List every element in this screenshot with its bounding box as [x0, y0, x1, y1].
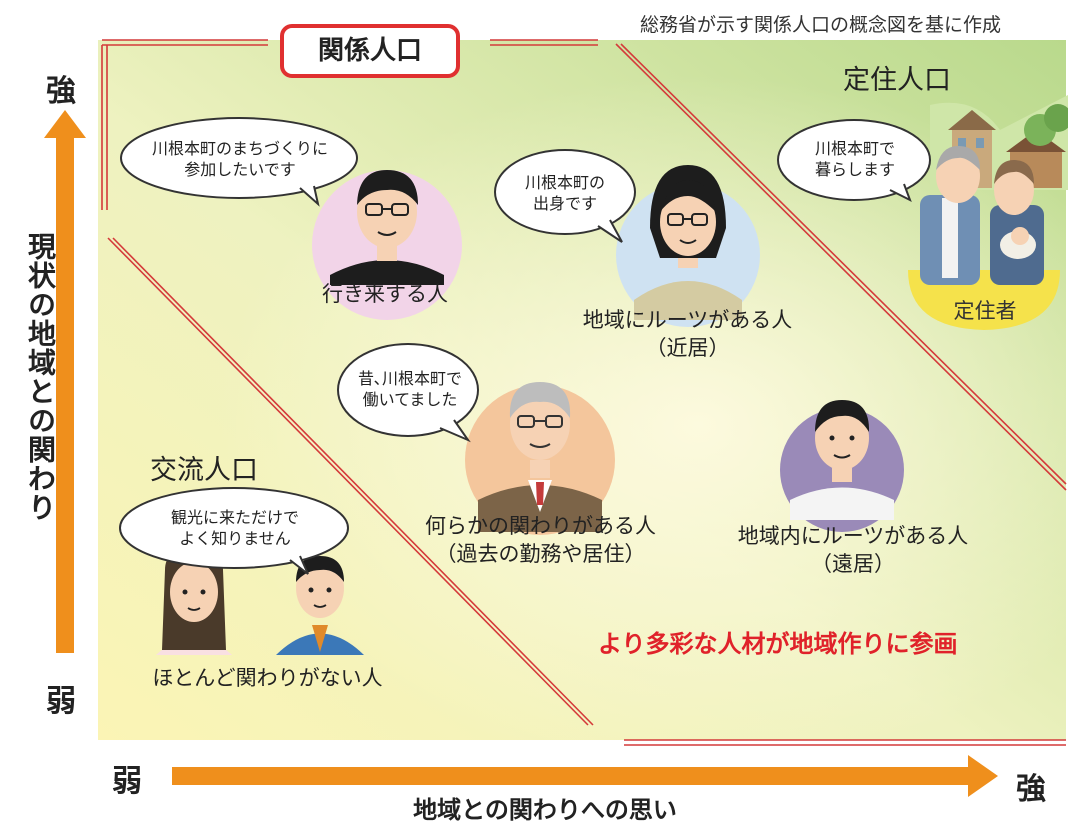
x-axis-title: 地域との関わりへの思い [413, 796, 677, 824]
speech-bubble-commuter [120, 117, 358, 199]
speech-bubble-past [337, 343, 479, 437]
person-nearby-roots [616, 165, 760, 327]
source-note: 総務省が示す関係人口の概念図を基に作成 [640, 14, 1002, 36]
y-axis-low-label: 弱 [46, 684, 76, 719]
bubble-text-commuter: 川根本町のまちづくりに参加したいです [151, 139, 328, 179]
label-settler: 定住者 [953, 299, 1017, 323]
speech-bubble-settler [777, 119, 931, 201]
label-distant-roots: 地域内にルーツがある人（遠居） [737, 524, 969, 576]
highlight-message: より多彩な人材が地域作りに参画 [598, 630, 958, 658]
x-axis-arrow [172, 755, 998, 797]
person-settler-family [908, 146, 1060, 330]
speech-bubble-nearby [494, 149, 636, 235]
village-illustration [930, 95, 1068, 190]
region-label-teiju: 定住人口 [843, 65, 951, 96]
region-label-kankei: 関係人口 [280, 24, 460, 78]
person-tourists [156, 548, 364, 655]
x-axis-low-label: 弱 [112, 764, 142, 799]
boundary-lines [101, 39, 1067, 746]
x-axis-high-label: 強 [1016, 772, 1046, 807]
bubble-text-nearby: 川根本町の出身です [524, 173, 605, 213]
label-nearby-roots: 地域にルーツがある人（近居） [582, 308, 793, 360]
speech-bubble-tourist [119, 487, 349, 569]
y-axis-arrow [44, 110, 86, 653]
person-distant-roots [780, 400, 904, 532]
bubble-text-past: 昔､川根本町で働いてました [357, 369, 462, 409]
y-axis-title: 現状の地域との関わり [24, 232, 57, 522]
label-past-ties: 何らかの関わりがある人（過去の勤務や居住） [425, 514, 656, 566]
person-commuter [312, 170, 462, 320]
bubble-text-tourist: 観光に来ただけでよく知りません [170, 508, 299, 548]
label-tourists: ほとんど関わりがない人 [152, 666, 383, 690]
bubble-text-settler: 川根本町で暮らします [814, 139, 895, 179]
y-axis-high-label: 強 [46, 74, 76, 109]
speech-bubbles [119, 117, 931, 575]
label-commuter: 行き来する人 [322, 282, 448, 306]
person-past-ties [465, 382, 615, 535]
region-label-koryu: 交流人口 [150, 455, 258, 486]
